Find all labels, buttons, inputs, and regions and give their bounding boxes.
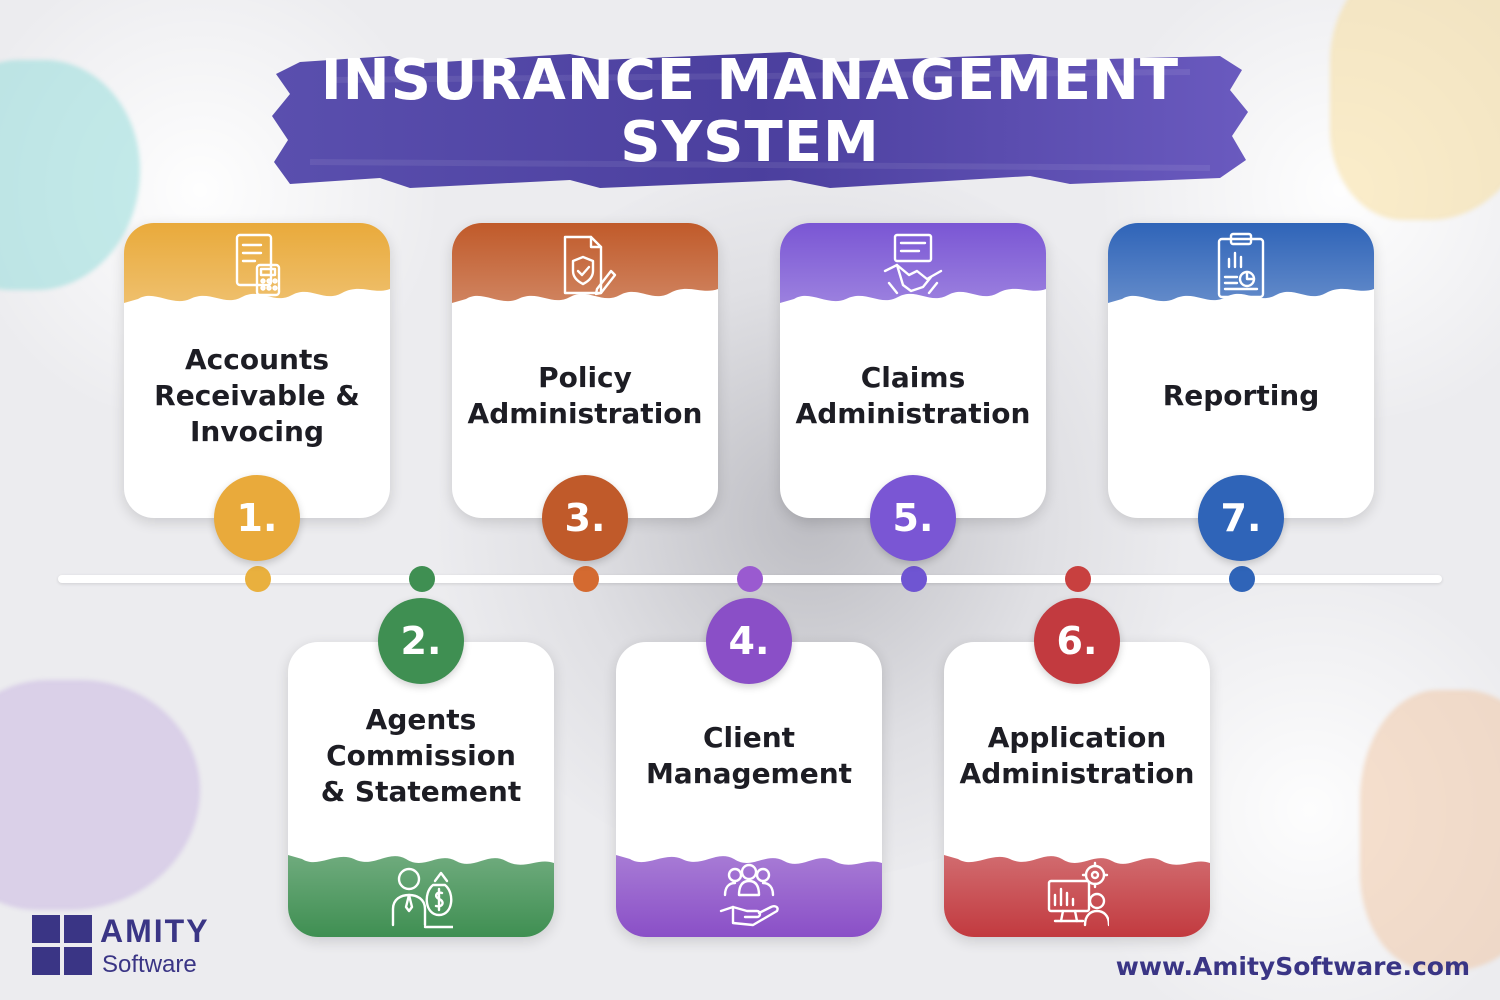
agent-money-bag-icon: [389, 859, 455, 931]
step-label-line: & Statement: [320, 775, 522, 808]
step-label: Reporting: [1118, 378, 1364, 414]
title-line-1: INSURANCE MANAGEMENT: [320, 48, 1180, 113]
application-monitor-gear-icon: [1045, 859, 1111, 931]
step-label-line: Application: [987, 721, 1167, 754]
title-banner: [270, 50, 1250, 192]
step-number-badge: 2.: [378, 598, 464, 684]
logo-sub-text: Software: [102, 951, 197, 978]
card-color-band: [452, 223, 718, 323]
step-card-7: Reporting: [1108, 223, 1374, 518]
title-line-2: SYSTEM: [620, 110, 880, 175]
step-number-badge: 1.: [214, 475, 300, 561]
amity-logo: AMITY Software: [32, 913, 232, 983]
timeline-dot-1: [245, 566, 271, 592]
timeline-dot-6: [1065, 566, 1091, 592]
step-number-badge: 6.: [1034, 598, 1120, 684]
invoice-calculator-icon: [225, 229, 289, 301]
report-clipboard-icon: [1209, 229, 1273, 301]
claims-handshake-icon: [881, 229, 945, 301]
card-color-band: [780, 223, 1046, 323]
brush-stroke-background: [272, 52, 1248, 188]
website-link[interactable]: www.AmitySoftware.com: [1115, 952, 1470, 981]
step-label-line: Administration: [959, 757, 1195, 790]
timeline-dot-2: [409, 566, 435, 592]
policy-document-shield-icon: [553, 229, 617, 301]
step-label-line: Client: [702, 721, 796, 754]
timeline-dot-4: [737, 566, 763, 592]
step-label-line: Policy: [538, 361, 632, 394]
timeline-dot-7: [1229, 566, 1255, 592]
client-group-hand-icon: [717, 859, 781, 931]
step-label-line: Administration: [795, 397, 1031, 430]
step-label-line: Accounts: [184, 343, 330, 376]
step-number-badge: 3.: [542, 475, 628, 561]
card-color-band: [288, 837, 554, 937]
step-label-line: Commission: [326, 739, 516, 772]
step-label-line: Administration: [467, 397, 703, 430]
card-color-band: [944, 837, 1210, 937]
step-label-line: Receivable &: [154, 379, 360, 412]
step-number-badge: 5.: [870, 475, 956, 561]
step-label-line: Invocing: [189, 415, 324, 448]
step-label-line: Agents: [365, 703, 477, 736]
step-number-badge: 4.: [706, 598, 792, 684]
step-label-line: Reporting: [1162, 379, 1320, 412]
logo-grid-icon: [32, 915, 94, 977]
logo-main-text: AMITY: [100, 913, 210, 949]
step-number-badge: 7.: [1198, 475, 1284, 561]
timeline-dot-5: [901, 566, 927, 592]
timeline-dot-3: [573, 566, 599, 592]
step-label-line: Claims: [860, 361, 966, 394]
page-title: INSURANCE MANAGEMENT SYSTEM: [0, 50, 1500, 174]
card-color-band: [124, 223, 390, 323]
step-label-line: Management: [645, 757, 853, 790]
